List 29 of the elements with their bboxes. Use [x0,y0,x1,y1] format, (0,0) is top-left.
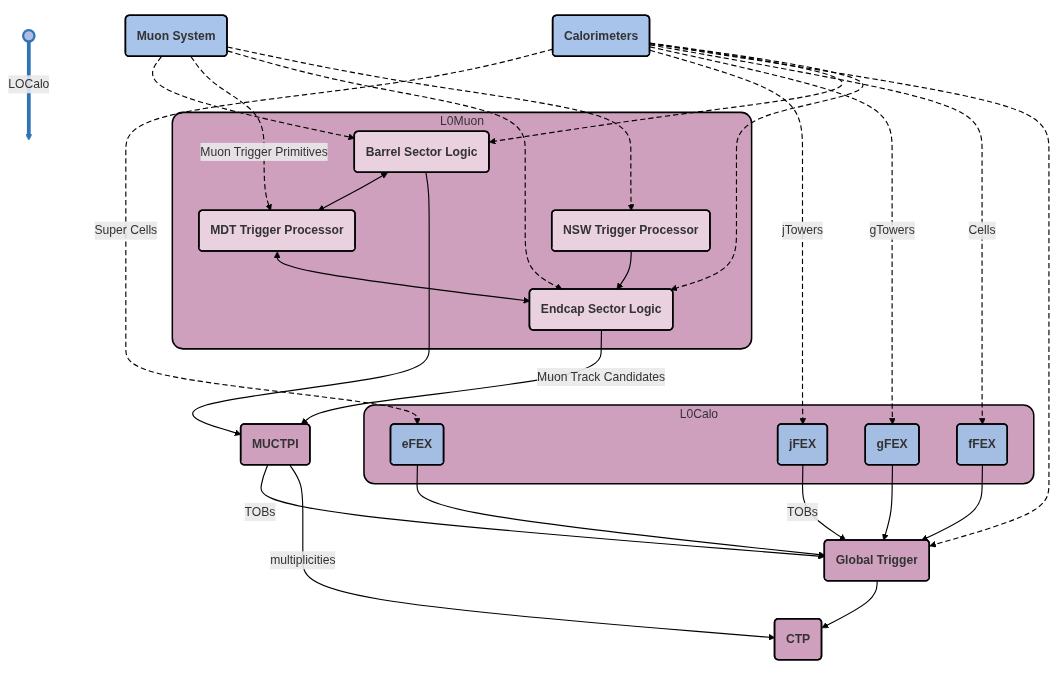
edge-label: LOCalo [8,77,50,91]
arrow [192,172,430,436]
edge-label: multiplicities [270,553,336,567]
arrow [489,42,843,145]
edge-label: Muon Track Candidates [537,370,666,383]
arrow [649,49,807,425]
edge-label: Muon Trigger Primitives [200,144,328,158]
arrow [921,464,983,541]
arrow [616,250,632,290]
arrow [649,42,864,292]
arrow [317,172,388,211]
arrow [260,464,825,560]
arrow [190,56,272,211]
arrow [649,43,1050,548]
edge-label: TOBs [787,505,818,518]
arrow [649,46,896,425]
arrow [882,464,894,541]
arrow [226,50,563,290]
edge-label: TOBs [244,505,276,518]
edge-label: Cells [968,223,996,237]
node-ellipse [22,29,36,43]
arrow [649,44,986,425]
arrow [416,464,825,558]
edge-label: Super Cells [94,223,158,237]
arrow [821,580,878,629]
edge-label: jTowers [781,223,824,237]
arrow [226,46,635,211]
edge-label: gTowers [869,223,915,237]
arrow [152,56,355,141]
